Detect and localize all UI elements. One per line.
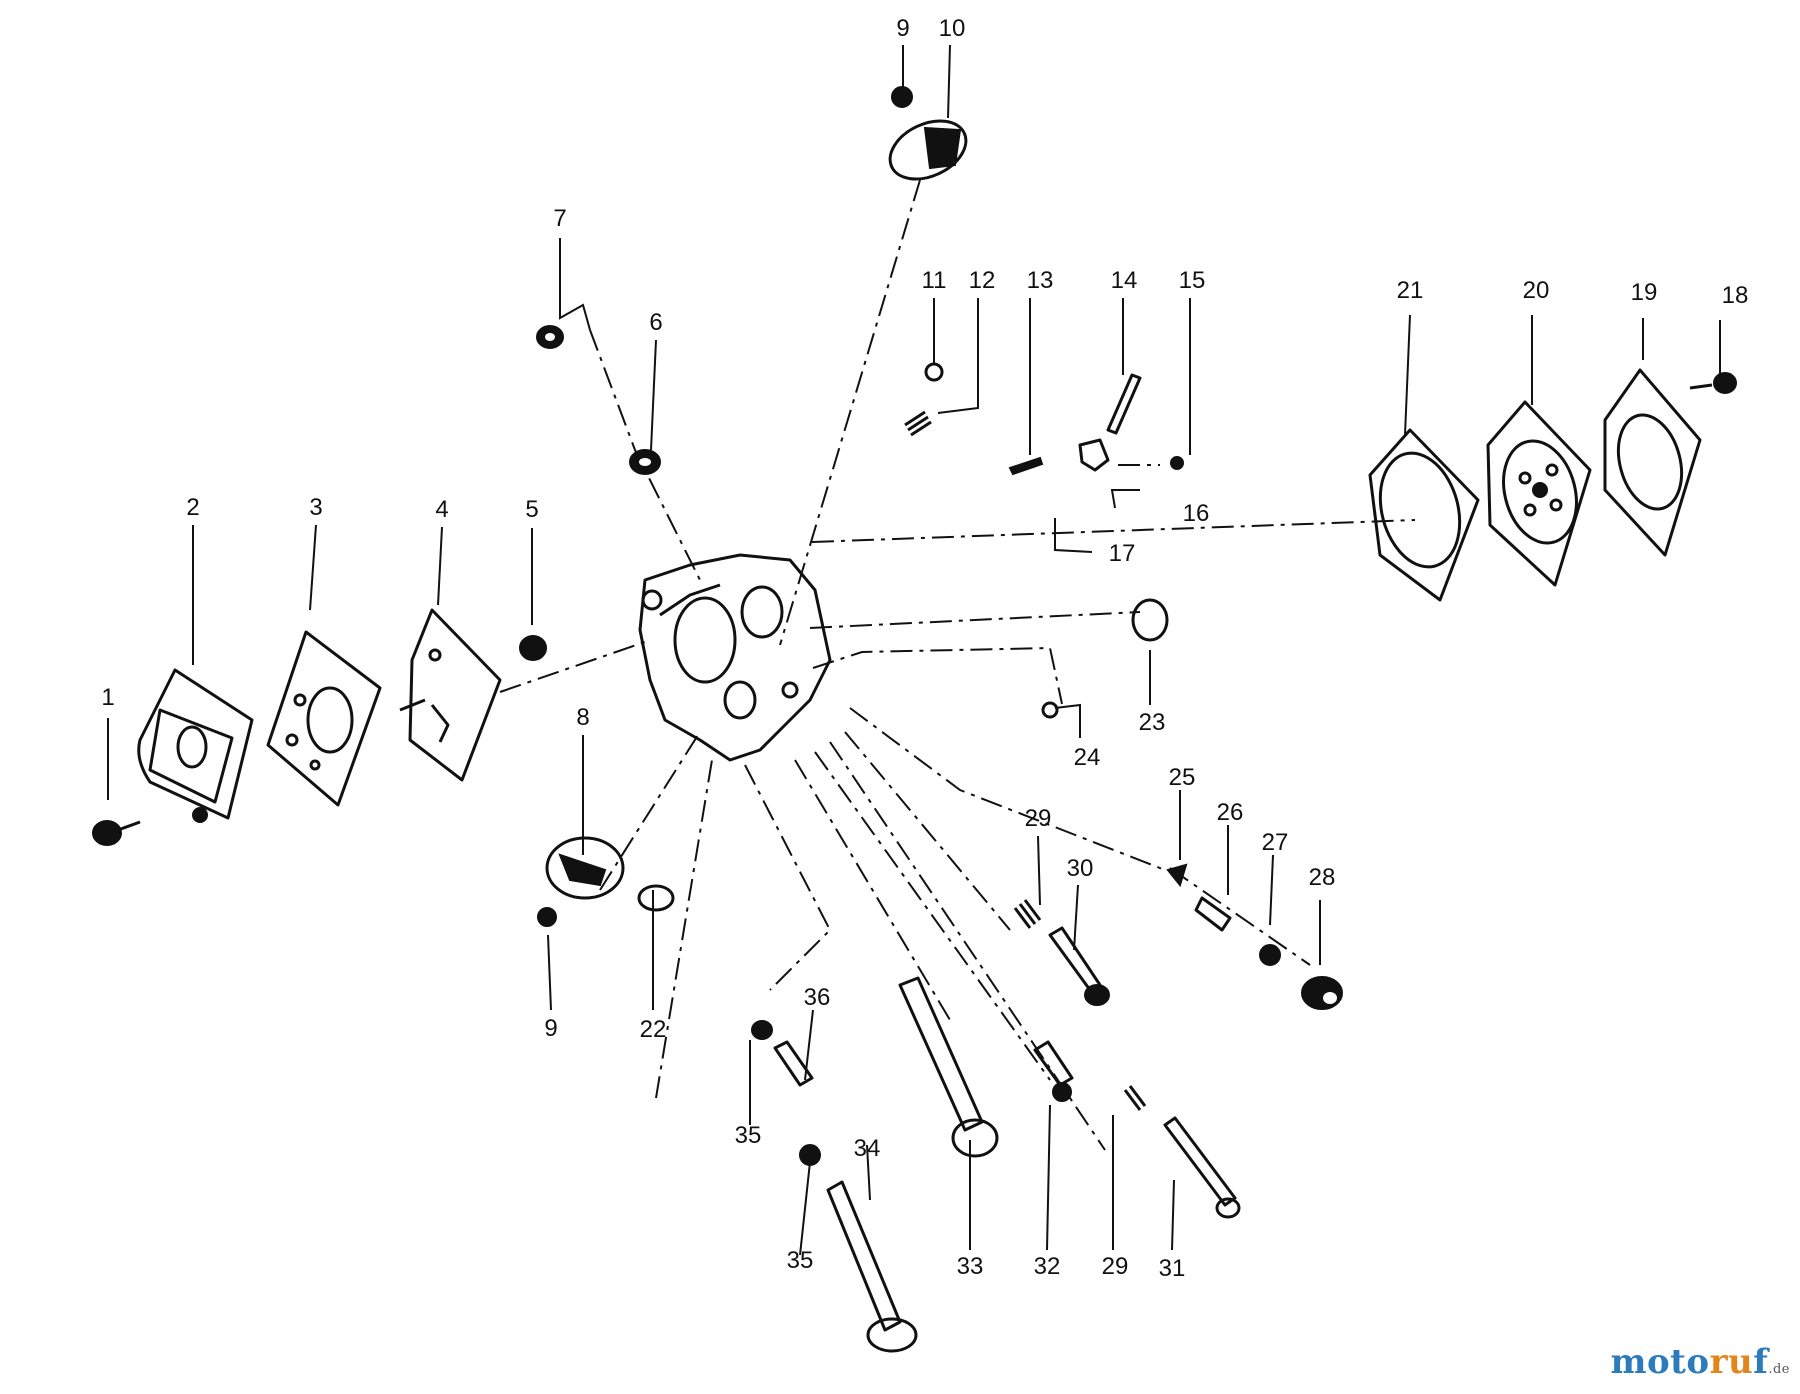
callout-12: 12 [969,267,996,294]
part-20-metering-diaphragm [1486,400,1592,587]
callout-24: 24 [1074,744,1101,771]
callout-13: 13 [1027,267,1054,294]
callout-19: 19 [1631,279,1658,306]
callout-25: 25 [1169,764,1196,791]
part-22-welch-plug [637,884,675,912]
part-30-needle-screw [1048,926,1110,1006]
callout-9-upper: 9 [896,15,909,42]
part-36-spring [773,1040,814,1087]
part-28-fitting [1301,976,1343,1010]
part-15-screw-icon [1170,456,1184,470]
part-16-lever [1078,438,1110,472]
callout-3: 3 [309,494,322,521]
callout-27: 27 [1262,829,1289,856]
part-33-shaft [898,976,999,1158]
callout-22: 22 [640,1016,667,1043]
watermark-part-b: ru [1709,1342,1754,1382]
part-29-spring-lower [1123,1085,1147,1111]
callout-29-upper: 29 [1025,805,1052,832]
leader-lines [107,44,1721,1256]
callout-20: 20 [1523,277,1550,304]
callout-18: 18 [1722,282,1749,309]
callout-15: 15 [1179,267,1206,294]
watermark-part-a: moto [1610,1342,1710,1382]
part-31-needle-screw [1163,1116,1241,1219]
part-19-metering-cover [1603,368,1702,557]
part-23-ring [1131,598,1169,642]
callout-11: 11 [922,267,947,294]
watermark-part-c: f [1753,1342,1769,1382]
callout-6: 6 [649,309,662,336]
callout-35-lower: 35 [787,1247,814,1274]
part-3-gasket [266,630,382,807]
callout-9-lower: 9 [544,1015,557,1042]
callout-8: 8 [576,704,589,731]
part-2-pump-cover [137,668,254,823]
carburetor-body [638,553,832,762]
callout-10: 10 [939,15,966,42]
callout-30: 30 [1067,855,1094,882]
callout-5: 5 [525,496,538,523]
watermark-tld: .de [1768,1362,1790,1377]
assembly-axes [499,179,1416,1151]
callout-33: 33 [957,1253,984,1280]
part-8-throttle-valve [545,836,625,900]
part-35-washer-upper [751,1020,773,1040]
callout-1: 1 [101,684,114,711]
part-27-nut [1259,944,1281,966]
callout-29-lower: 29 [1102,1253,1129,1280]
part-24-clip [1041,701,1059,719]
callout-17: 17 [1109,540,1136,567]
watermark-logo: motoruf.de [1611,1342,1790,1382]
part-13-needle [1008,456,1044,476]
part-4-pump-diaphragm [399,608,502,782]
part-18-screw-icon [1689,372,1737,394]
part-32-spring [1033,1040,1074,1102]
part-5-plug [519,635,547,661]
part-25-plug [1166,863,1188,888]
callout-14: 14 [1111,267,1138,294]
part-26-spring [1194,896,1232,932]
callout-4: 4 [435,496,448,523]
part-34-shaft [826,1180,918,1353]
part-9-screw-upper-icon [891,86,913,108]
part-29-spring-upper [1013,899,1042,929]
callout-7: 7 [553,205,566,232]
part-7-screw-icon [536,325,564,349]
part-35-washer-lower [799,1144,821,1166]
callout-26: 26 [1217,799,1244,826]
part-1-screw-icon [92,820,141,846]
callout-32: 32 [1034,1253,1061,1280]
parts [92,86,1737,1353]
part-21-gasket [1368,428,1480,602]
part-14-pin [1106,373,1142,435]
callout-23: 23 [1139,709,1166,736]
callout-21: 21 [1397,277,1424,304]
part-10-choke-valve [888,119,968,181]
callout-31: 31 [1159,1255,1186,1282]
callout-labels: 1 2 3 4 5 6 7 8 9 9 10 11 12 13 14 15 16… [101,15,1748,1282]
callout-28: 28 [1309,864,1336,891]
callout-34: 34 [854,1135,881,1162]
part-6-nut [629,449,661,475]
part-9-screw-lower-icon [537,907,557,927]
part-11-ring [924,362,944,382]
callout-2: 2 [186,494,199,521]
callout-35-upper: 35 [735,1122,762,1149]
part-12-spring [904,410,932,437]
callout-16: 16 [1183,500,1210,527]
callout-36: 36 [804,984,831,1011]
